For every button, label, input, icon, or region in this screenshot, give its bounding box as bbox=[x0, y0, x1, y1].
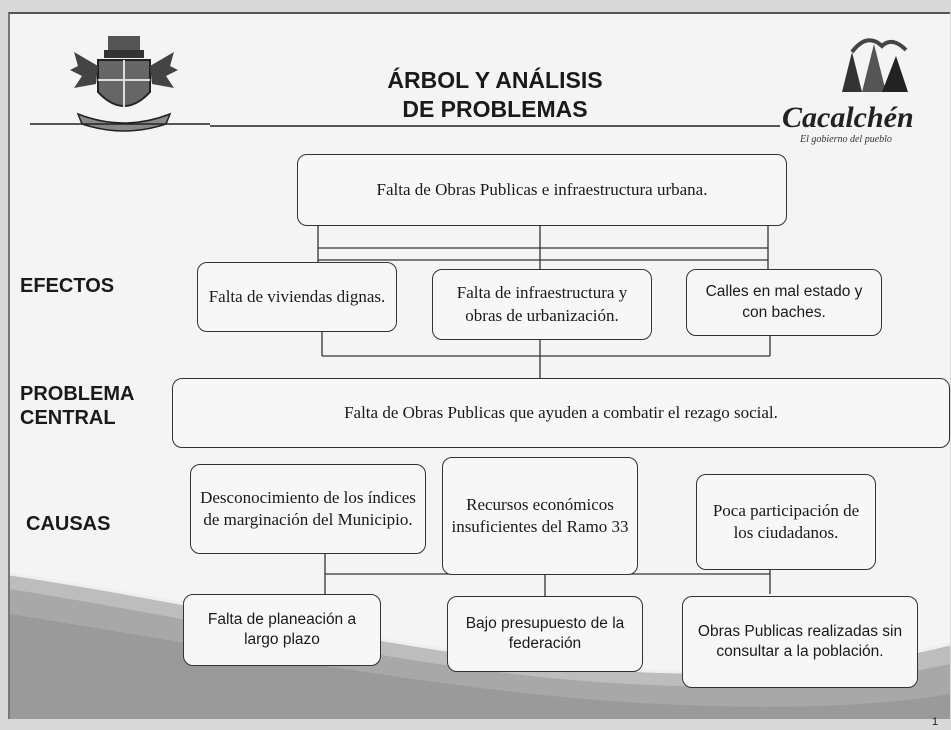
label-causas: CAUSAS bbox=[26, 513, 111, 535]
cause-text-3: Poca participación de los ciudadanos. bbox=[712, 500, 860, 542]
root-cause-box-1: Falta de planeación a largo plazo bbox=[183, 594, 381, 666]
logo-tagline: El gobierno del pueblo bbox=[800, 134, 892, 145]
effect-text-3: Calles en mal estado y con baches. bbox=[705, 283, 863, 321]
effect-text-2: Falta de infraestructura y obras de urba… bbox=[456, 283, 628, 325]
cause-box-2: Recursos económicos insuficientes del Ra… bbox=[442, 457, 638, 575]
top-problem-text: Falta de Obras Publicas e infraestructur… bbox=[376, 179, 708, 199]
root-cause-box-2: Bajo presupuesto de la federación bbox=[447, 596, 643, 672]
effect-text-1: Falta de viviendas dignas. bbox=[208, 286, 386, 306]
logo-name: Cacalchén bbox=[782, 101, 914, 134]
cause-text-1: Desconocimiento de los índices de margin… bbox=[200, 487, 416, 529]
slide: ÁRBOL Y ANÁLISIS DE PROBLEMAS Cacalchén … bbox=[8, 12, 951, 728]
effect-box-2: Falta de infraestructura y obras de urba… bbox=[432, 269, 652, 340]
page-number: 1 bbox=[932, 716, 939, 728]
central-problem-text: Falta de Obras Publicas que ayuden a com… bbox=[344, 402, 778, 422]
effect-box-3: Calles en mal estado y con baches. bbox=[686, 269, 882, 336]
central-problem-box: Falta de Obras Publicas que ayuden a com… bbox=[172, 378, 950, 448]
title-line-2: DE PROBLEMAS bbox=[402, 95, 588, 122]
root-cause-text-1: Falta de planeación a largo plazo bbox=[207, 610, 357, 648]
cause-text-2: Recursos económicos insuficientes del Ra… bbox=[451, 494, 629, 536]
cause-box-3: Poca participación de los ciudadanos. bbox=[696, 474, 876, 570]
root-cause-text-2: Bajo presupuesto de la federación bbox=[465, 614, 625, 652]
top-problem-box: Falta de Obras Publicas e infraestructur… bbox=[297, 154, 787, 226]
page-title: ÁRBOL Y ANÁLISIS DE PROBLEMAS bbox=[350, 66, 640, 124]
cause-box-1: Desconocimiento de los índices de margin… bbox=[190, 464, 426, 554]
label-problema-line-1: PROBLEMA bbox=[20, 383, 135, 405]
root-cause-box-3: Obras Publicas realizadas sin consultar … bbox=[682, 596, 918, 688]
title-line-1: ÁRBOL Y ANÁLISIS bbox=[387, 67, 603, 93]
effect-box-1: Falta de viviendas dignas. bbox=[197, 262, 397, 332]
label-problema-central: PROBLEMA CENTRAL bbox=[20, 382, 134, 430]
cacalchen-logo-icon bbox=[842, 38, 908, 92]
root-cause-text-3: Obras Publicas realizadas sin consultar … bbox=[697, 622, 903, 660]
label-problema-line-2: CENTRAL bbox=[20, 407, 116, 429]
label-efectos: EFECTOS bbox=[20, 275, 115, 297]
